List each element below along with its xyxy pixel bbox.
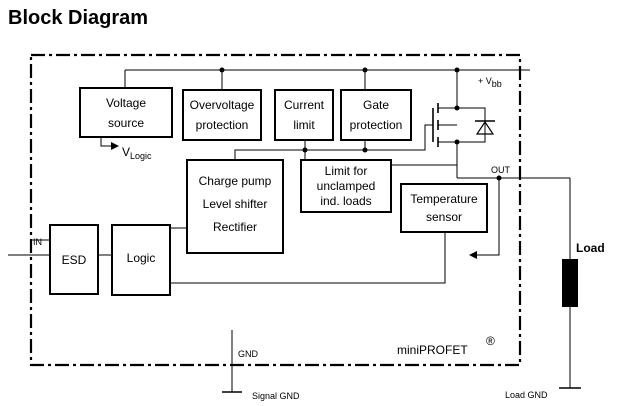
node-dot bbox=[219, 67, 225, 73]
overvoltage-block: Overvoltage protection bbox=[182, 89, 262, 141]
node-dot bbox=[302, 147, 308, 153]
gate-protection-line-1: Gate bbox=[363, 98, 389, 112]
gate-protection-block: Gate protection bbox=[340, 89, 412, 141]
charge-pump-line-1: Charge pump bbox=[199, 174, 272, 188]
load-gnd-label: Load GND bbox=[505, 390, 548, 400]
temperature-sensor-line-1: Temperature bbox=[410, 192, 478, 206]
voltage-source-line-1: Voltage bbox=[106, 96, 146, 110]
load-label: Load bbox=[576, 241, 605, 255]
pin-labels: VLogic + Vbb OUT IN GND Signal GND Load … bbox=[33, 76, 605, 401]
temperature-sensor-line-2: sensor bbox=[426, 210, 462, 224]
limit-unclamped-line-2: unclamped bbox=[317, 179, 376, 193]
node-dot bbox=[362, 67, 368, 73]
logic-block: Logic bbox=[111, 224, 171, 296]
charge-pump-line-3: Rectifier bbox=[213, 220, 257, 234]
temperature-sensor-block: Temperature sensor bbox=[400, 183, 488, 233]
limit-unclamped-line-1: Limit for bbox=[325, 164, 368, 178]
brand-label: miniPROFET bbox=[397, 343, 468, 357]
diode-triangle bbox=[475, 120, 495, 135]
current-limit-block: Current limit bbox=[274, 89, 334, 141]
vlogic-arrow bbox=[100, 137, 119, 150]
out-label: OUT bbox=[491, 165, 511, 175]
mosfet-source bbox=[438, 141, 458, 178]
device-boundary bbox=[29, 53, 522, 367]
limit-unclamped-block: Limit for unclamped ind. loads bbox=[300, 159, 392, 213]
node-dot bbox=[454, 139, 460, 145]
current-limit-line-2: limit bbox=[293, 118, 315, 132]
voltage-source-block: Voltage source bbox=[79, 87, 173, 138]
load-resistor bbox=[562, 259, 578, 307]
node-dot bbox=[362, 147, 368, 153]
gate-protection-line-2: protection bbox=[350, 118, 403, 132]
gate-bus bbox=[234, 124, 433, 160]
esd-block: ESD bbox=[49, 224, 99, 295]
overvoltage-line-1: Overvoltage bbox=[190, 98, 255, 112]
diode-path bbox=[457, 107, 486, 143]
node-dot bbox=[454, 105, 460, 111]
vbb-label: + Vbb bbox=[478, 76, 502, 89]
overvoltage-line-2: protection bbox=[196, 118, 249, 132]
voltage-source-line-2: source bbox=[108, 116, 144, 130]
current-limit-line-1: Current bbox=[284, 98, 325, 112]
out-sense-arrow bbox=[469, 178, 500, 259]
charge-pump-line-2: Level shifter bbox=[203, 197, 268, 211]
limit-unclamped-line-3: ind. loads bbox=[320, 194, 371, 208]
charge-pump-block: Charge pump Level shifter Rectifier bbox=[186, 159, 284, 254]
signal-gnd-label: Signal GND bbox=[252, 391, 300, 401]
vlogic-label: VLogic bbox=[122, 145, 152, 161]
logic-label: Logic bbox=[127, 251, 156, 265]
registered-mark: ® bbox=[486, 334, 495, 348]
esd-label: ESD bbox=[62, 253, 87, 267]
in-label: IN bbox=[33, 237, 42, 247]
diagram-title: Block Diagram bbox=[8, 7, 148, 29]
gnd-label: GND bbox=[238, 349, 259, 359]
temp-to-logic bbox=[170, 232, 446, 284]
mosfet-drain bbox=[438, 70, 458, 109]
